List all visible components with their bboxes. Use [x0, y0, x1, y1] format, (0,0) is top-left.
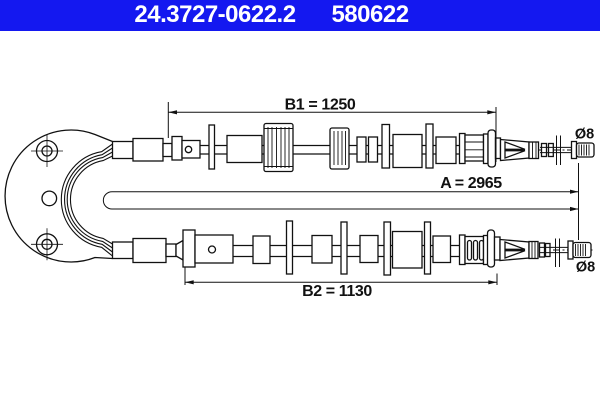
diameter-bottom-label: Ø8	[576, 260, 595, 276]
cable-nipple-bottom	[567, 240, 592, 260]
cable-loop	[60, 143, 113, 257]
spring-retainer-top	[499, 138, 540, 162]
top-cable	[111, 122, 595, 173]
reference-number: 580622	[331, 1, 409, 28]
diameter-top-label: Ø8	[575, 127, 594, 143]
dim-b1-label: B1 = 1250	[285, 97, 356, 114]
part-number: 24.3727-0622.2	[134, 1, 296, 28]
dim-a-label: A = 2965	[440, 175, 502, 192]
spring-retainer-bottom	[499, 238, 539, 262]
backing-plate-outline	[4, 129, 113, 263]
bottom-cable	[111, 220, 593, 276]
cable-nipple-top	[570, 140, 595, 160]
boot-top	[458, 132, 489, 165]
dimension-a	[102, 163, 579, 240]
backing-plate	[4, 129, 113, 263]
dimension-b1	[167, 102, 497, 162]
boot-bottom	[458, 234, 489, 266]
adjuster-nut	[263, 122, 294, 173]
dim-b2-label: B2 = 1130	[302, 283, 372, 300]
center-hole	[41, 190, 58, 207]
dimension-b2	[184, 267, 498, 285]
header-bar: 24.3727-0622.2 580622	[0, 0, 600, 31]
knurled-sleeve	[329, 127, 350, 170]
